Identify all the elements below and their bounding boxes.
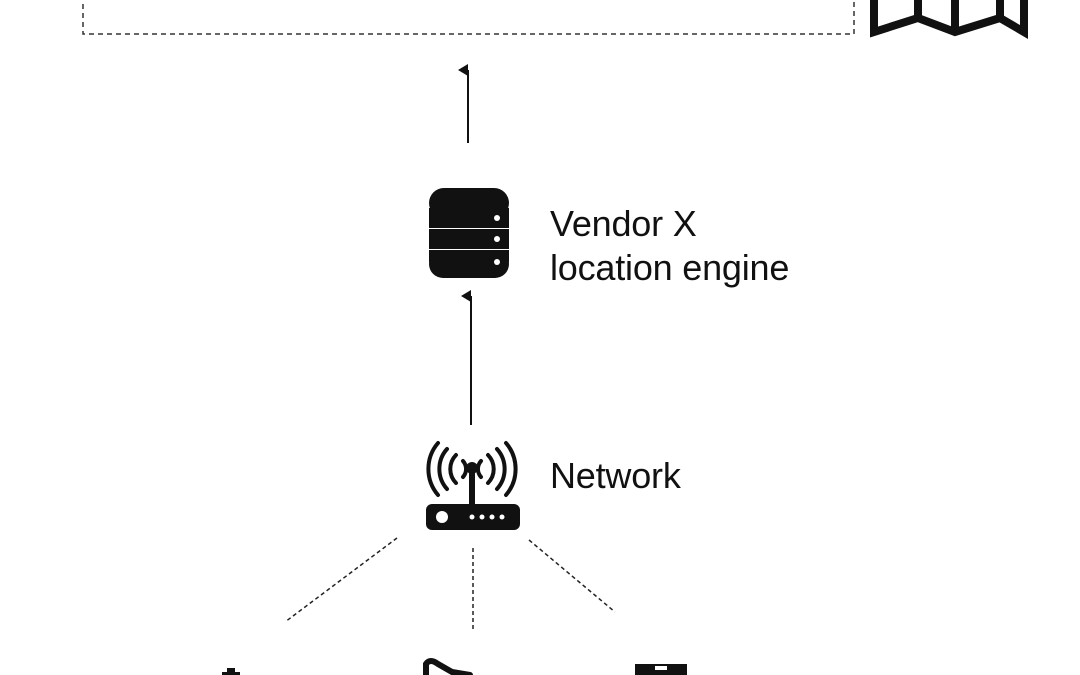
device-right-icon xyxy=(635,664,687,675)
connection-right xyxy=(528,539,616,613)
top-container-box xyxy=(82,0,855,35)
connection-left xyxy=(284,537,398,623)
device-center-icon xyxy=(423,658,473,675)
engine-label-line2: location engine xyxy=(550,247,790,288)
engine-label: Vendor X location engine xyxy=(550,202,789,290)
network-label: Network xyxy=(550,455,681,496)
engine-label-line1: Vendor X xyxy=(550,203,697,244)
wifi-router-icon xyxy=(426,441,520,530)
map-icon xyxy=(870,0,1028,39)
device-left-icon xyxy=(222,668,240,675)
database-icon xyxy=(429,188,509,278)
